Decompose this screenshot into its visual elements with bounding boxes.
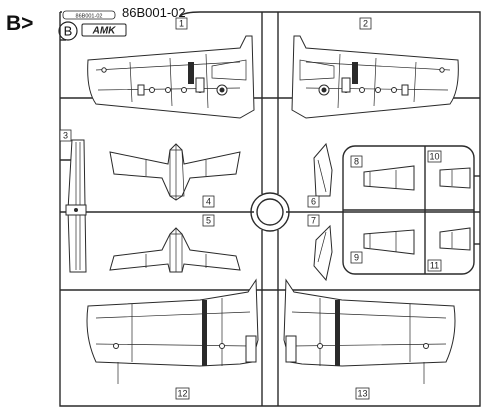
- part-4-wing-top: [109, 143, 241, 201]
- part-number-6: 6: [307, 195, 320, 208]
- section-label: B>: [6, 12, 33, 35]
- part-number-7: 7: [307, 214, 320, 227]
- part-number-5: 5: [202, 214, 215, 227]
- part-12-fuselage-left: [86, 278, 259, 384]
- part-10-flap: [439, 167, 471, 189]
- svg-text:9: 9: [354, 253, 359, 263]
- part-number-11: 11: [427, 259, 442, 272]
- part-number-8: 8: [350, 155, 363, 168]
- svg-text:10: 10: [429, 152, 439, 162]
- part-13-fuselage-right: [283, 278, 456, 384]
- svg-text:13: 13: [357, 389, 367, 399]
- part-number-12: 12: [175, 387, 190, 400]
- tag-small-box: 86B001-02: [62, 10, 116, 20]
- part-11-flap: [439, 227, 471, 251]
- part-number-4: 4: [202, 195, 215, 208]
- part-number-9: 9: [350, 251, 363, 264]
- svg-text:11: 11: [430, 261, 439, 271]
- part-2-wing-right: [291, 35, 459, 119]
- svg-text:6: 6: [311, 197, 316, 207]
- tag-small-text: 86B001-02: [76, 14, 103, 20]
- part-number-10: 10: [427, 150, 442, 163]
- frame-letter-badge: B: [58, 21, 78, 41]
- part-code: 86B001-02: [122, 5, 186, 20]
- part-number-1: 1: [175, 17, 188, 30]
- brand-logo: AMK: [81, 23, 127, 37]
- part-5-wing-bottom: [109, 227, 241, 273]
- svg-text:3: 3: [63, 131, 68, 141]
- svg-text:4: 4: [206, 197, 211, 207]
- svg-text:8: 8: [354, 157, 359, 167]
- svg-text:2: 2: [363, 19, 368, 29]
- part-9-flap: [363, 229, 415, 255]
- svg-text:5: 5: [206, 216, 211, 226]
- part-number-13: 13: [355, 387, 370, 400]
- svg-text:12: 12: [177, 389, 187, 399]
- svg-text:1: 1: [179, 19, 184, 29]
- part-number-2: 2: [359, 17, 372, 30]
- part-8-flap: [363, 165, 415, 191]
- part-3-tail: [65, 139, 87, 273]
- part-7-rudder: [313, 224, 333, 282]
- svg-text:7: 7: [311, 216, 316, 226]
- frame-letter: B: [64, 24, 73, 39]
- part-6-rudder: [313, 142, 333, 197]
- brand-logo-text: AMK: [92, 26, 117, 37]
- part-1-wing-left: [87, 35, 255, 119]
- part-number-3: 3: [59, 129, 72, 142]
